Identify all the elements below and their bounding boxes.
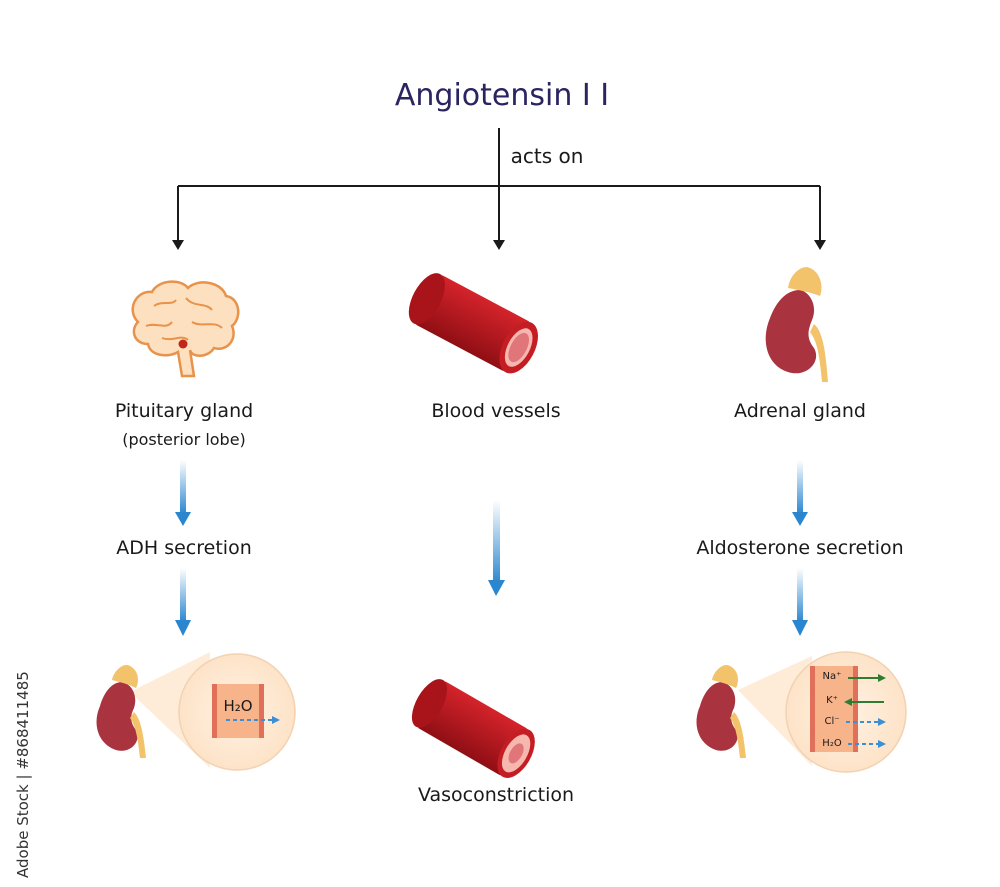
kidney-inset-left	[96, 652, 296, 771]
water-arrow-head	[272, 716, 280, 724]
flow-arrows	[175, 460, 808, 636]
flow-arrow-pituitary-2	[175, 568, 191, 636]
flow-arrow-pituitary-1	[175, 460, 191, 526]
vasoconstriction-label: Vasoconstriction	[417, 784, 575, 806]
blood-vessel-icon	[408, 273, 538, 374]
diagram-title: Angiotensin I I	[394, 78, 610, 113]
flow-arrow-vessels	[488, 500, 505, 596]
kidney-icon	[696, 664, 746, 758]
ion-arrows	[844, 674, 886, 748]
flow-arrow-adrenal-1	[792, 460, 808, 526]
ion-label-chloride: Cl⁻	[824, 716, 840, 727]
constricted-vessel-icon	[411, 679, 535, 778]
adrenal-kidney-icon	[765, 267, 828, 382]
vessels-label: Blood vessels	[431, 400, 561, 422]
brain-icon	[131, 280, 240, 378]
adrenal-label: Adrenal gland	[734, 400, 866, 422]
water-molecule-label: H₂O	[223, 697, 253, 715]
ion-label-potassium: K⁺	[826, 695, 838, 706]
ion-label-water: H₂O	[822, 738, 842, 749]
tubule-segment-left	[212, 684, 264, 738]
pituitary-label: Pituitary gland	[114, 400, 254, 422]
kidney-inset-right	[696, 651, 907, 773]
pituitary-sublabel: (posterior lobe)	[122, 430, 246, 449]
watermark-text: Adobe Stock | #868411485	[14, 671, 32, 878]
flow-arrow-adrenal-2	[792, 568, 808, 636]
ion-label-sodium: Na⁺	[822, 671, 842, 682]
connector-tree	[177, 128, 821, 240]
adh-secretion-label: ADH secretion	[116, 537, 252, 559]
tubule-segment-right	[810, 666, 858, 752]
connector-arrowheads	[172, 240, 826, 250]
connector-label: acts on	[510, 144, 584, 168]
kidney-icon	[96, 664, 146, 758]
aldosterone-secretion-label: Aldosterone secretion	[696, 537, 904, 559]
stock-watermark: Adobe Stock | #868411485	[14, 671, 32, 878]
